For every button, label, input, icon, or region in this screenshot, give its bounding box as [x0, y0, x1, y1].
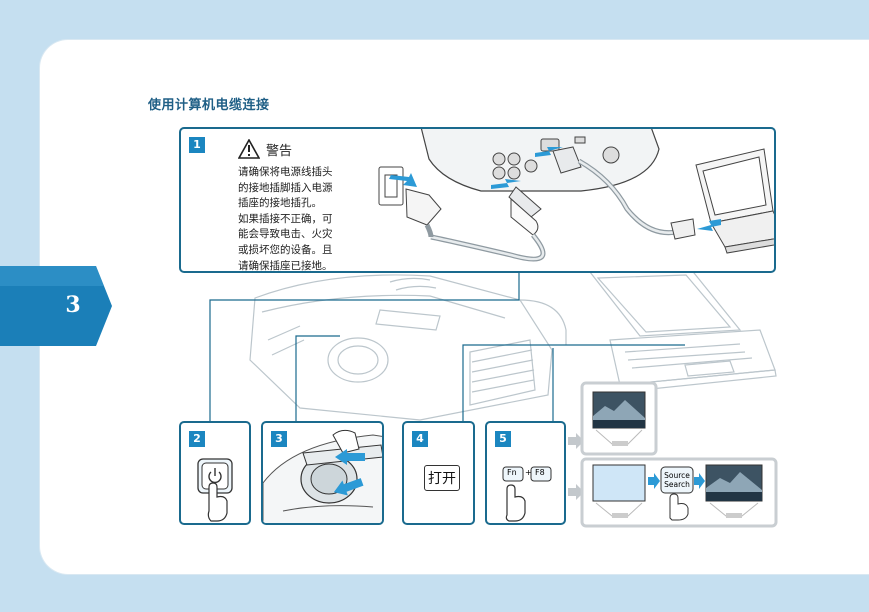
lens-cover-illustration — [263, 429, 382, 523]
warning-title: 警告 — [238, 139, 292, 159]
chapter-number: 3 — [65, 292, 81, 318]
warning-line: 能会导致电击、火灾 — [238, 228, 333, 241]
source-search-button: Source Search — [664, 471, 690, 489]
step-5-number: 5 — [495, 431, 511, 447]
step-1-box: 1 — [179, 127, 776, 273]
plus-sign: + — [525, 468, 532, 477]
page-title: 使用计算机电缆连接 — [148, 98, 270, 113]
source-search-line2: Search — [664, 480, 690, 489]
power-button-illustration — [197, 458, 233, 522]
warning-line: 请确保插座已接地。 — [238, 259, 333, 272]
chapter-tab: 3 — [0, 266, 112, 346]
warning-line: 插座的接地插孔。 — [238, 197, 322, 210]
power-on-label: 打开 — [424, 465, 460, 491]
step-3-box: 3 — [261, 421, 384, 525]
f8-key-label: F8 — [535, 468, 545, 477]
step-5-box: 5 Fn + F8 — [485, 421, 566, 525]
fn-key-label: Fn — [507, 468, 517, 477]
fn-f8-keys-illustration — [502, 466, 552, 522]
warning-line: 或损坏您的设备。且 — [238, 243, 333, 256]
step-4-number: 4 — [412, 431, 428, 447]
warning-label: 警告 — [266, 143, 293, 159]
cable-connection-illustration — [378, 129, 774, 262]
warning-line: 请确保将电源线插头 — [238, 166, 333, 178]
step-3-number: 3 — [271, 431, 287, 447]
step-2-box: 2 — [179, 421, 251, 525]
source-search-line1: Source — [664, 471, 690, 480]
warning-icon — [238, 139, 260, 159]
step-4-box: 4 打开 — [402, 421, 475, 525]
warning-text: 请确保将电源线插头 的接地插脚插入电源 插座的接地插孔。 如果插接不正确，可 能… — [238, 165, 358, 272]
warning-line: 如果插接不正确，可 — [238, 212, 333, 225]
warning-line: 的接地插脚插入电源 — [238, 181, 333, 194]
step-1-number: 1 — [189, 137, 205, 153]
step-2-number: 2 — [189, 431, 205, 447]
